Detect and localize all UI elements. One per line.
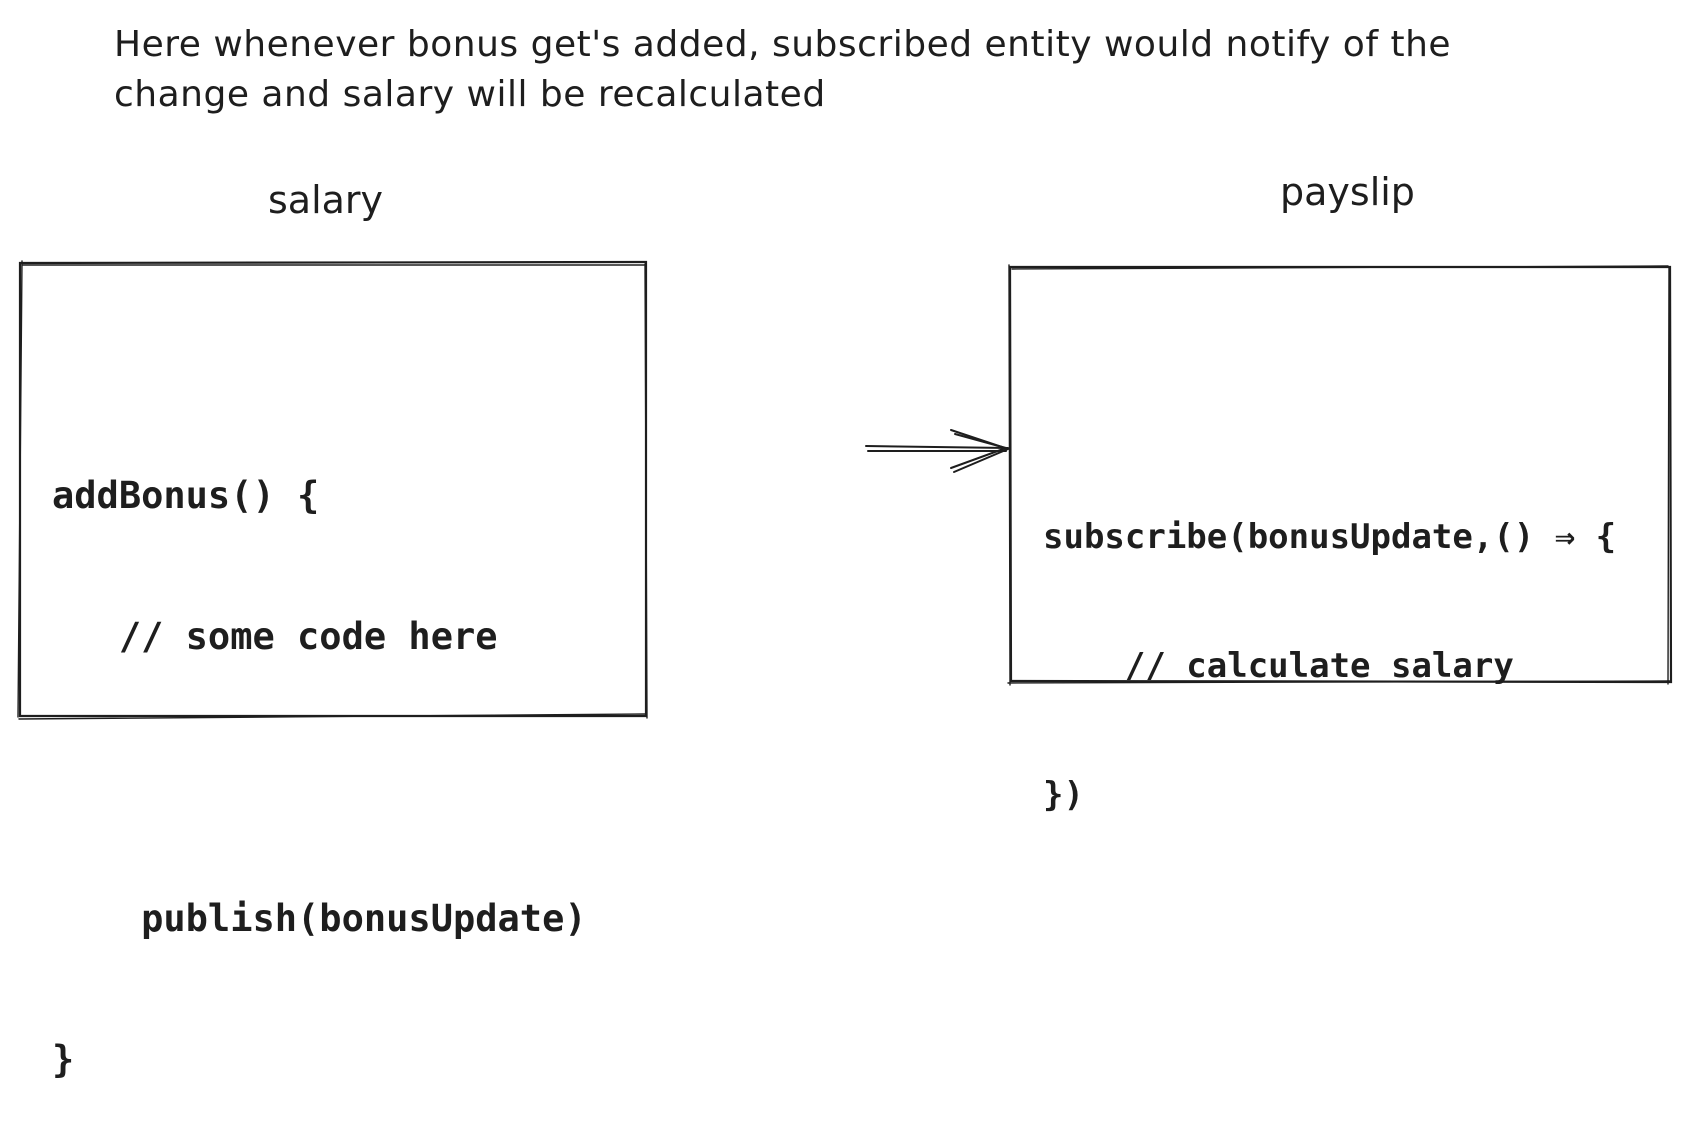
salary-code-line bbox=[52, 754, 587, 801]
diagram-canvas bbox=[17, 260, 1673, 720]
payslip-box bbox=[1007, 264, 1673, 686]
salary-label: salary bbox=[268, 178, 384, 222]
payslip-code-line: subscribe(bonusUpdate,() ⇒ { bbox=[1043, 517, 1617, 557]
payslip-code-line: }) bbox=[1043, 775, 1084, 815]
arrow-icon bbox=[865, 429, 1011, 473]
salary-code-line: } bbox=[52, 1038, 75, 1081]
salary-code-block: addBonus() { // some code here publish(b… bbox=[52, 378, 587, 1130]
salary-code-line: addBonus() { bbox=[52, 474, 320, 517]
caption-line-2: change and salary will be recalculated bbox=[114, 74, 826, 115]
salary-box bbox=[17, 260, 648, 720]
payslip-label: payslip bbox=[1280, 170, 1415, 214]
payslip-code-block: subscribe(bonusUpdate,() ⇒ { // calculat… bbox=[1043, 430, 1616, 860]
caption-line-1: Here whenever bonus get's added, subscri… bbox=[114, 24, 1452, 65]
salary-code-line: publish(bonusUpdate) bbox=[52, 897, 587, 940]
payslip-code-line: // calculate salary bbox=[1043, 646, 1514, 686]
salary-code-line: // some code here bbox=[52, 615, 498, 658]
diagram-caption: Here whenever bonus get's added, subscri… bbox=[114, 20, 1594, 120]
